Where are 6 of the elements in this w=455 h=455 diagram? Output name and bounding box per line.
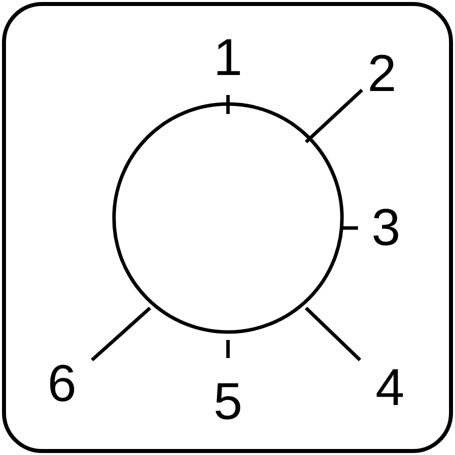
position-number: 1 — [214, 32, 242, 84]
position-number: 2 — [368, 48, 396, 100]
position-number: 4 — [376, 362, 404, 414]
position-number: 6 — [48, 358, 76, 410]
position-number: 3 — [372, 202, 400, 254]
position-number: 5 — [214, 376, 242, 428]
